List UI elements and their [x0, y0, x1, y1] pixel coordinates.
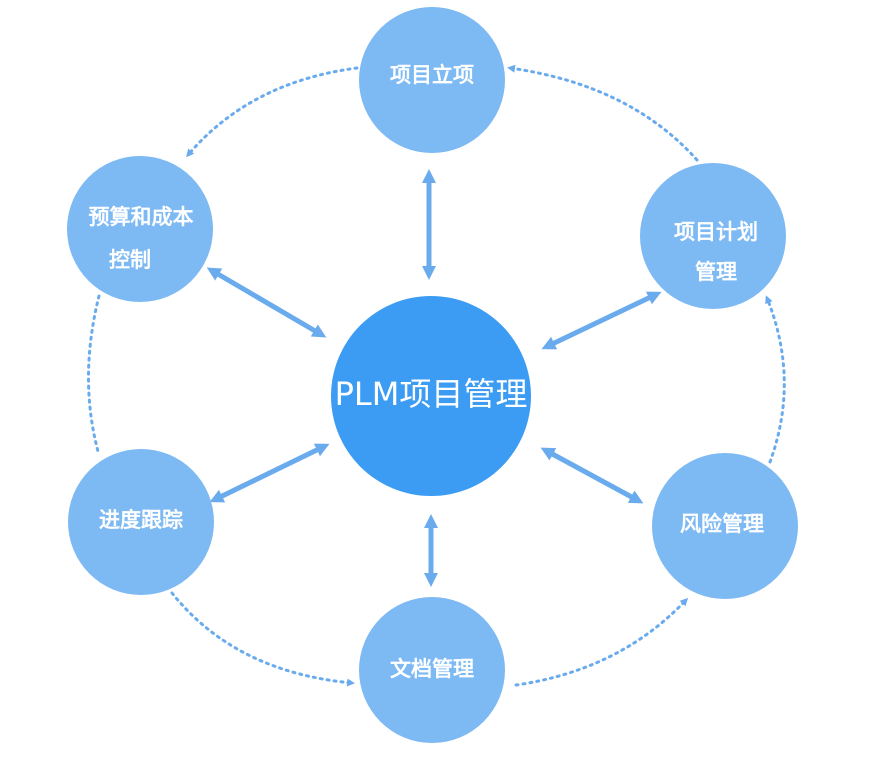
spoke-progress-tracking [209, 443, 330, 503]
node-document-management: 文档管理 [359, 597, 505, 743]
center-label: PLM项目管理 [335, 375, 528, 413]
node-project-plan: 项目计划 管理 [640, 163, 786, 309]
spoke-budget-cost-control [206, 267, 327, 338]
center-circle [331, 296, 531, 496]
node-project-initiation: 项目立项 [359, 7, 505, 153]
cycle-arc-document-to-risk [514, 597, 689, 687]
node-label-line-2: 管理 [695, 260, 737, 284]
node-label-line-2: 控制 [109, 248, 151, 272]
node-progress-tracking: 进度跟踪 [68, 449, 214, 595]
cycle-arc-budget-to-progress [87, 294, 101, 457]
center-spokes [206, 169, 662, 587]
node-label-line-1: 项目计划 [674, 220, 758, 244]
cycle-arc-risk-to-plan [765, 295, 786, 464]
node-label-line-1: 文档管理 [390, 657, 474, 681]
node-circle [67, 156, 213, 302]
dotted-cycle-ring [87, 64, 786, 687]
node-circle [68, 449, 214, 595]
cycle-arc-plan-to-initiation [507, 64, 699, 162]
node-circle [640, 163, 786, 309]
node-circle [359, 7, 505, 153]
node-risk-management: 风险管理 [652, 453, 798, 599]
node-label-line-1: 风险管理 [680, 512, 764, 536]
node-label-line-1: 进度跟踪 [99, 508, 183, 532]
center-node: PLM项目管理 [331, 296, 531, 496]
cycle-arc-progress-to-document [170, 591, 355, 687]
node-label-line-1: 项目立项 [390, 63, 474, 87]
spoke-project-plan [541, 291, 662, 350]
node-label-line-1: 预算和成本 [89, 205, 194, 229]
node-budget-cost-control: 预算和成本 控制 [67, 156, 213, 302]
cycle-arc-initiation-to-budget [186, 66, 359, 158]
node-circle [652, 453, 798, 599]
spoke-risk-management [540, 447, 644, 504]
node-circle [359, 597, 505, 743]
